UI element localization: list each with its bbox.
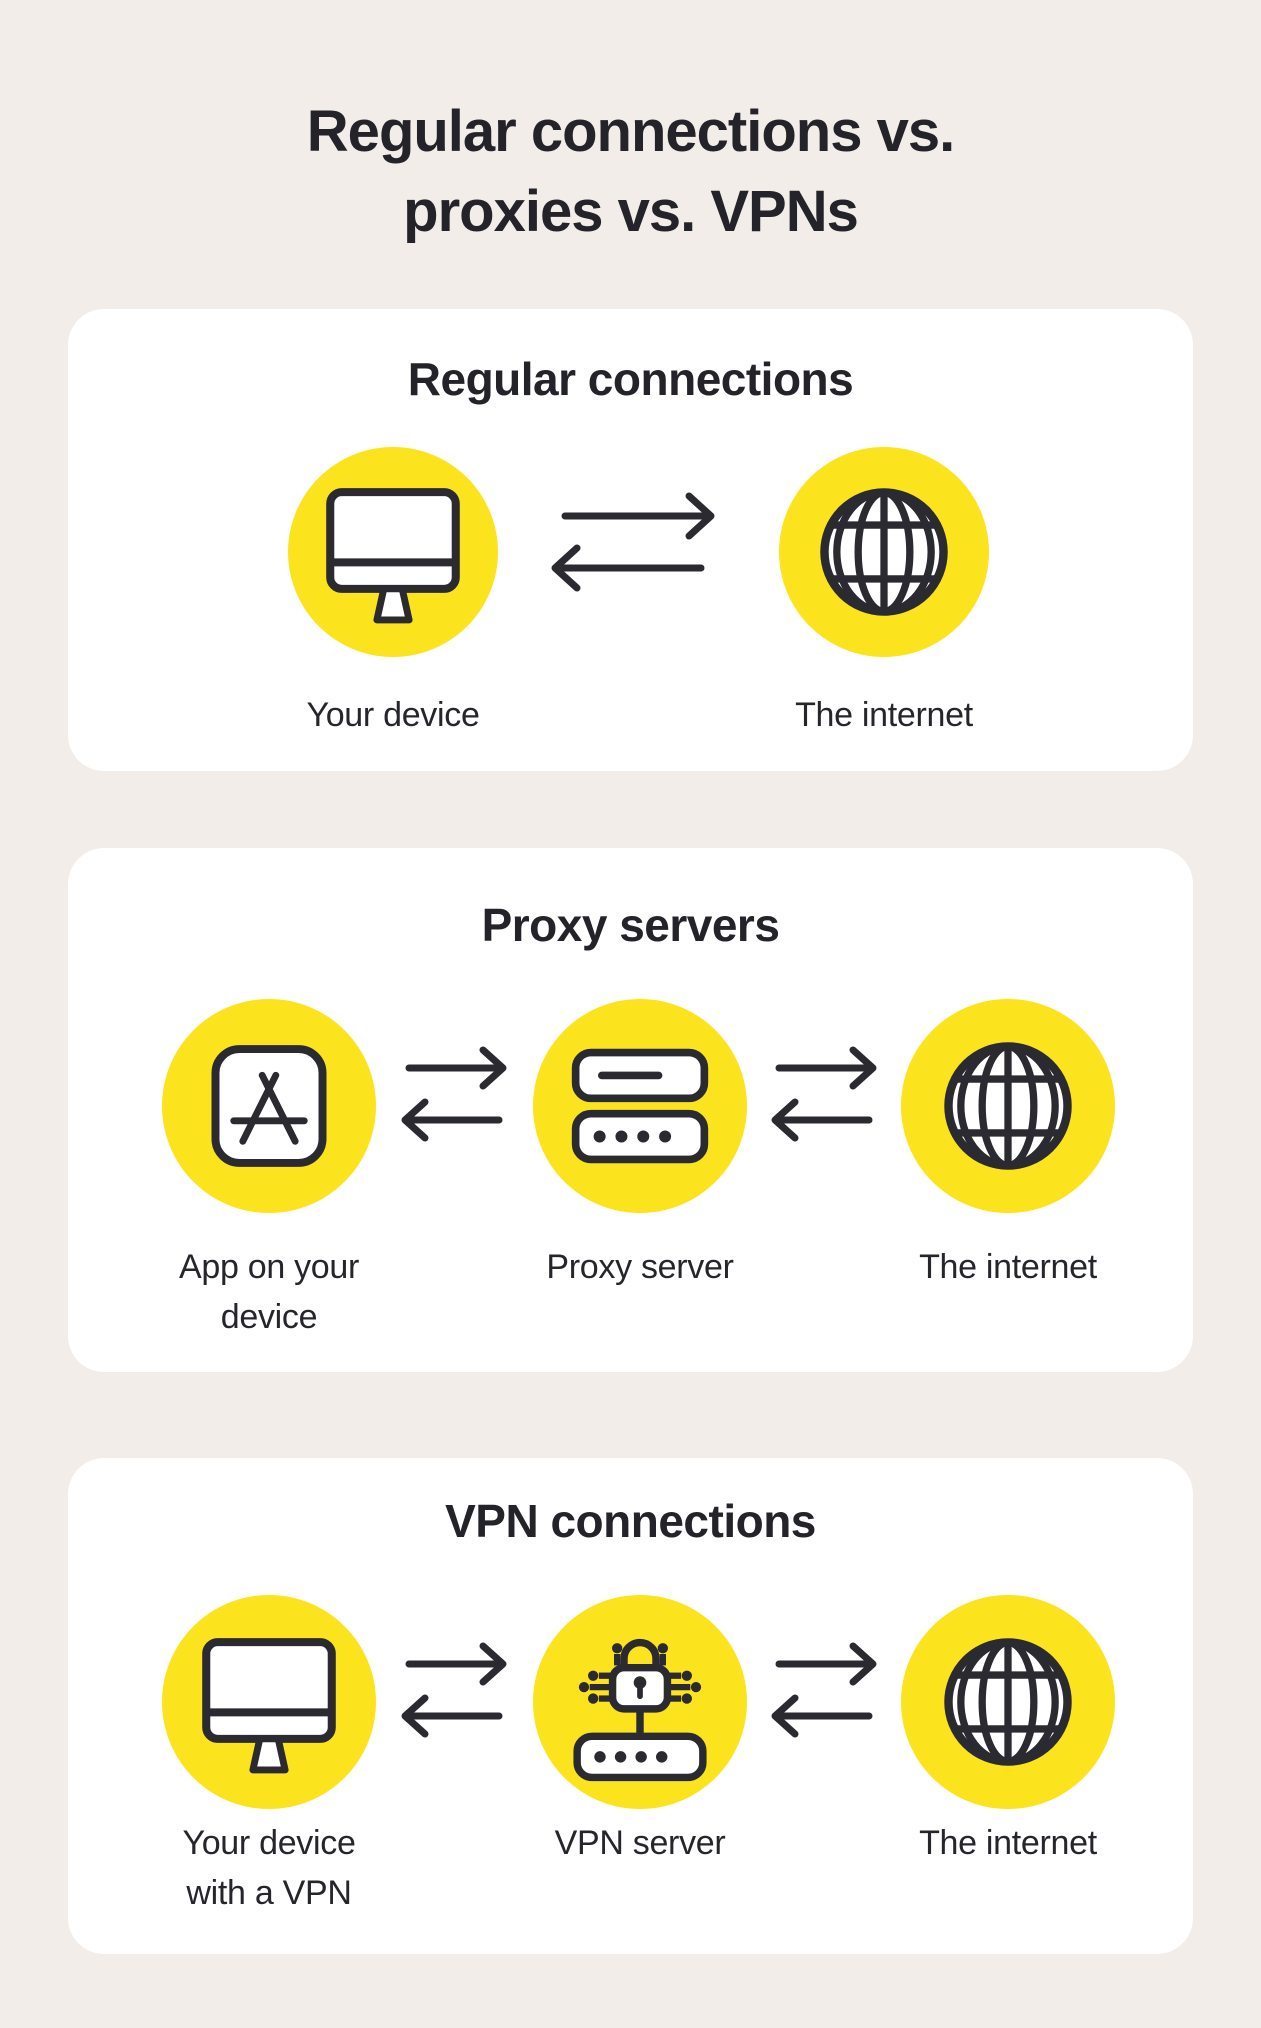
globe-icon [811, 479, 957, 625]
card-regular-connections: Regular connections Your device The inte… [68, 309, 1193, 771]
monitor-icon [194, 1626, 344, 1778]
node-your-device-vpn [162, 1595, 376, 1809]
node-label: App on your device [178, 1248, 360, 1336]
node-label: Proxy server [546, 1248, 734, 1286]
monitor-icon [318, 476, 468, 628]
node-the-internet [901, 1595, 1115, 1809]
two-way-arrows-icon [389, 1636, 519, 1746]
app-icon [195, 1032, 343, 1180]
card-vpn-connections: VPN connections Your device with a VPN V… [68, 1458, 1193, 1954]
node-your-device [288, 447, 498, 657]
globe-icon [935, 1033, 1081, 1179]
node-proxy-server [533, 999, 747, 1213]
card-heading: Proxy servers [481, 899, 780, 951]
node-label: The internet [919, 1248, 1097, 1286]
card-heading: VPN connections [445, 1495, 816, 1547]
node-label: Your device with a VPN [182, 1824, 356, 1912]
vpn-server-icon [560, 1622, 720, 1782]
node-label: The internet [795, 696, 973, 734]
page-title: Regular connections vs. proxies vs. VPNs [0, 92, 1261, 252]
globe-icon [935, 1629, 1081, 1775]
node-the-internet [779, 447, 989, 657]
node-label: Your device [306, 696, 480, 734]
node-app-on-device [162, 999, 376, 1213]
page-title-line1: Regular connections vs. [306, 99, 955, 164]
node-the-internet [901, 999, 1115, 1213]
two-way-arrows-icon [759, 1636, 889, 1746]
proxy-server-icon [569, 1046, 711, 1166]
node-label: The internet [919, 1824, 1097, 1862]
card-proxy-servers: Proxy servers App on your device Proxy s… [68, 848, 1193, 1372]
node-vpn-server [533, 1595, 747, 1809]
card-heading: Regular connections [407, 353, 854, 405]
two-way-arrows-icon [759, 1040, 889, 1150]
two-way-arrows-icon [543, 488, 733, 598]
page-title-line2: proxies vs. VPNs [403, 179, 859, 244]
two-way-arrows-icon [389, 1040, 519, 1150]
node-label: VPN server [554, 1824, 726, 1862]
